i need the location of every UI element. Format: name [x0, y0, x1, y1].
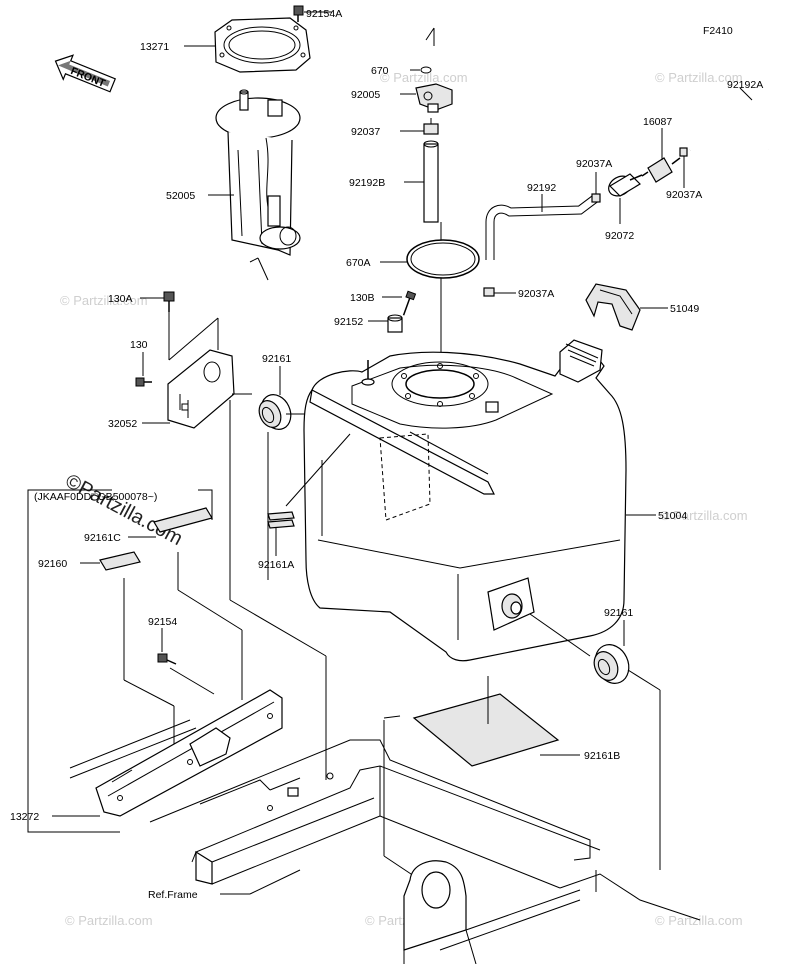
watermark-large: ©Partzilla.com	[62, 470, 186, 550]
part-label: 92154	[148, 616, 177, 628]
fuel-filter-92072	[608, 173, 643, 197]
part-label: 92161B	[584, 750, 620, 762]
part-label: 13272	[10, 811, 39, 823]
part-label: 92037A	[576, 158, 612, 170]
figure-code: F2410	[703, 25, 733, 37]
filler-cap-51049	[585, 283, 641, 331]
fuel-tank-51004	[303, 339, 627, 662]
hose-clamp-92037a-upper	[679, 147, 688, 157]
label-plate-92160	[99, 551, 141, 571]
hose-92192b	[423, 140, 439, 223]
rubber-pad-92161b	[412, 693, 560, 767]
vehicle-frame	[69, 715, 701, 964]
part-label: 32052	[108, 418, 137, 430]
part-label: 92037	[351, 126, 380, 138]
bolt-130a-icon	[163, 291, 175, 312]
hose-clamp-92037a-tank	[483, 287, 495, 297]
part-label: 92161A	[258, 559, 294, 571]
hose-92192	[485, 194, 599, 260]
part-label: 130	[130, 339, 148, 351]
part-label: 92037A	[518, 288, 554, 300]
watermark: © Partzilla.com	[660, 508, 748, 523]
part-label: 92005	[351, 89, 380, 101]
grommet-right	[593, 644, 630, 684]
check-valve-16087	[641, 157, 681, 183]
watermark: © Partzilla.com	[65, 913, 153, 928]
rubber-pad-92161a	[267, 511, 295, 529]
part-label: 51049	[670, 303, 699, 315]
part-label: 92192B	[349, 177, 385, 189]
part-label: Ref.Frame	[148, 889, 198, 901]
bolt-130b-icon	[402, 290, 417, 316]
hose-clamp-92037a-lower	[591, 193, 601, 203]
watermark: © Partzilla.com	[655, 70, 743, 85]
hose-clamp-92037	[423, 118, 439, 135]
variant-note: (JKAAF0DD□GB500078~)	[34, 491, 157, 503]
part-label: 130B	[350, 292, 375, 304]
part-label: 130A	[108, 293, 133, 305]
part-label: 16087	[643, 116, 672, 128]
collar-92152-icon	[387, 314, 403, 333]
part-label: 670	[371, 65, 389, 77]
front-arrow-icon: FRONT	[54, 54, 117, 93]
fuel-pump-assembly	[215, 89, 301, 281]
watermark: © Partzilla.com	[655, 913, 743, 928]
part-label: 13271	[140, 41, 169, 53]
part-label: 92161	[604, 607, 633, 619]
fuel-pump-gasket	[214, 17, 311, 73]
part-label: 92072	[605, 230, 634, 242]
o-ring-670-icon	[420, 66, 432, 74]
part-label: 92192A	[727, 79, 763, 91]
part-label: 92160	[38, 558, 67, 570]
gasket-bolt-icon	[293, 5, 304, 22]
watermark: © Partzilla.com	[380, 70, 468, 85]
part-label: 92037A	[666, 189, 702, 201]
part-label: 92161C	[84, 532, 121, 544]
variant-box: (JKAAF0DD□GB500078~)	[27, 489, 213, 833]
part-label: 92152	[334, 316, 363, 328]
part-label: 92161	[262, 353, 291, 365]
tank-tray-13272	[95, 689, 283, 817]
bolt-130-icon	[135, 377, 152, 387]
label-plate-92161c	[153, 507, 213, 533]
part-label: 52005	[166, 190, 195, 202]
part-label: 670A	[346, 257, 371, 269]
watermark: © Partzilla.com	[60, 293, 148, 308]
part-labels: 92154A 13271 52005 130A 130 32052 92161 …	[10, 8, 763, 901]
part-label: 92154A	[306, 8, 342, 20]
mounting-bracket	[167, 349, 235, 429]
breather-hose-92192a	[687, 90, 772, 153]
grommet-left	[258, 394, 292, 430]
fuel-gauge-sender	[415, 83, 453, 113]
o-ring-670a	[406, 239, 480, 279]
part-label: 92192	[527, 182, 556, 194]
part-label: 51004	[658, 510, 687, 522]
bolt-92154-icon	[157, 653, 177, 665]
